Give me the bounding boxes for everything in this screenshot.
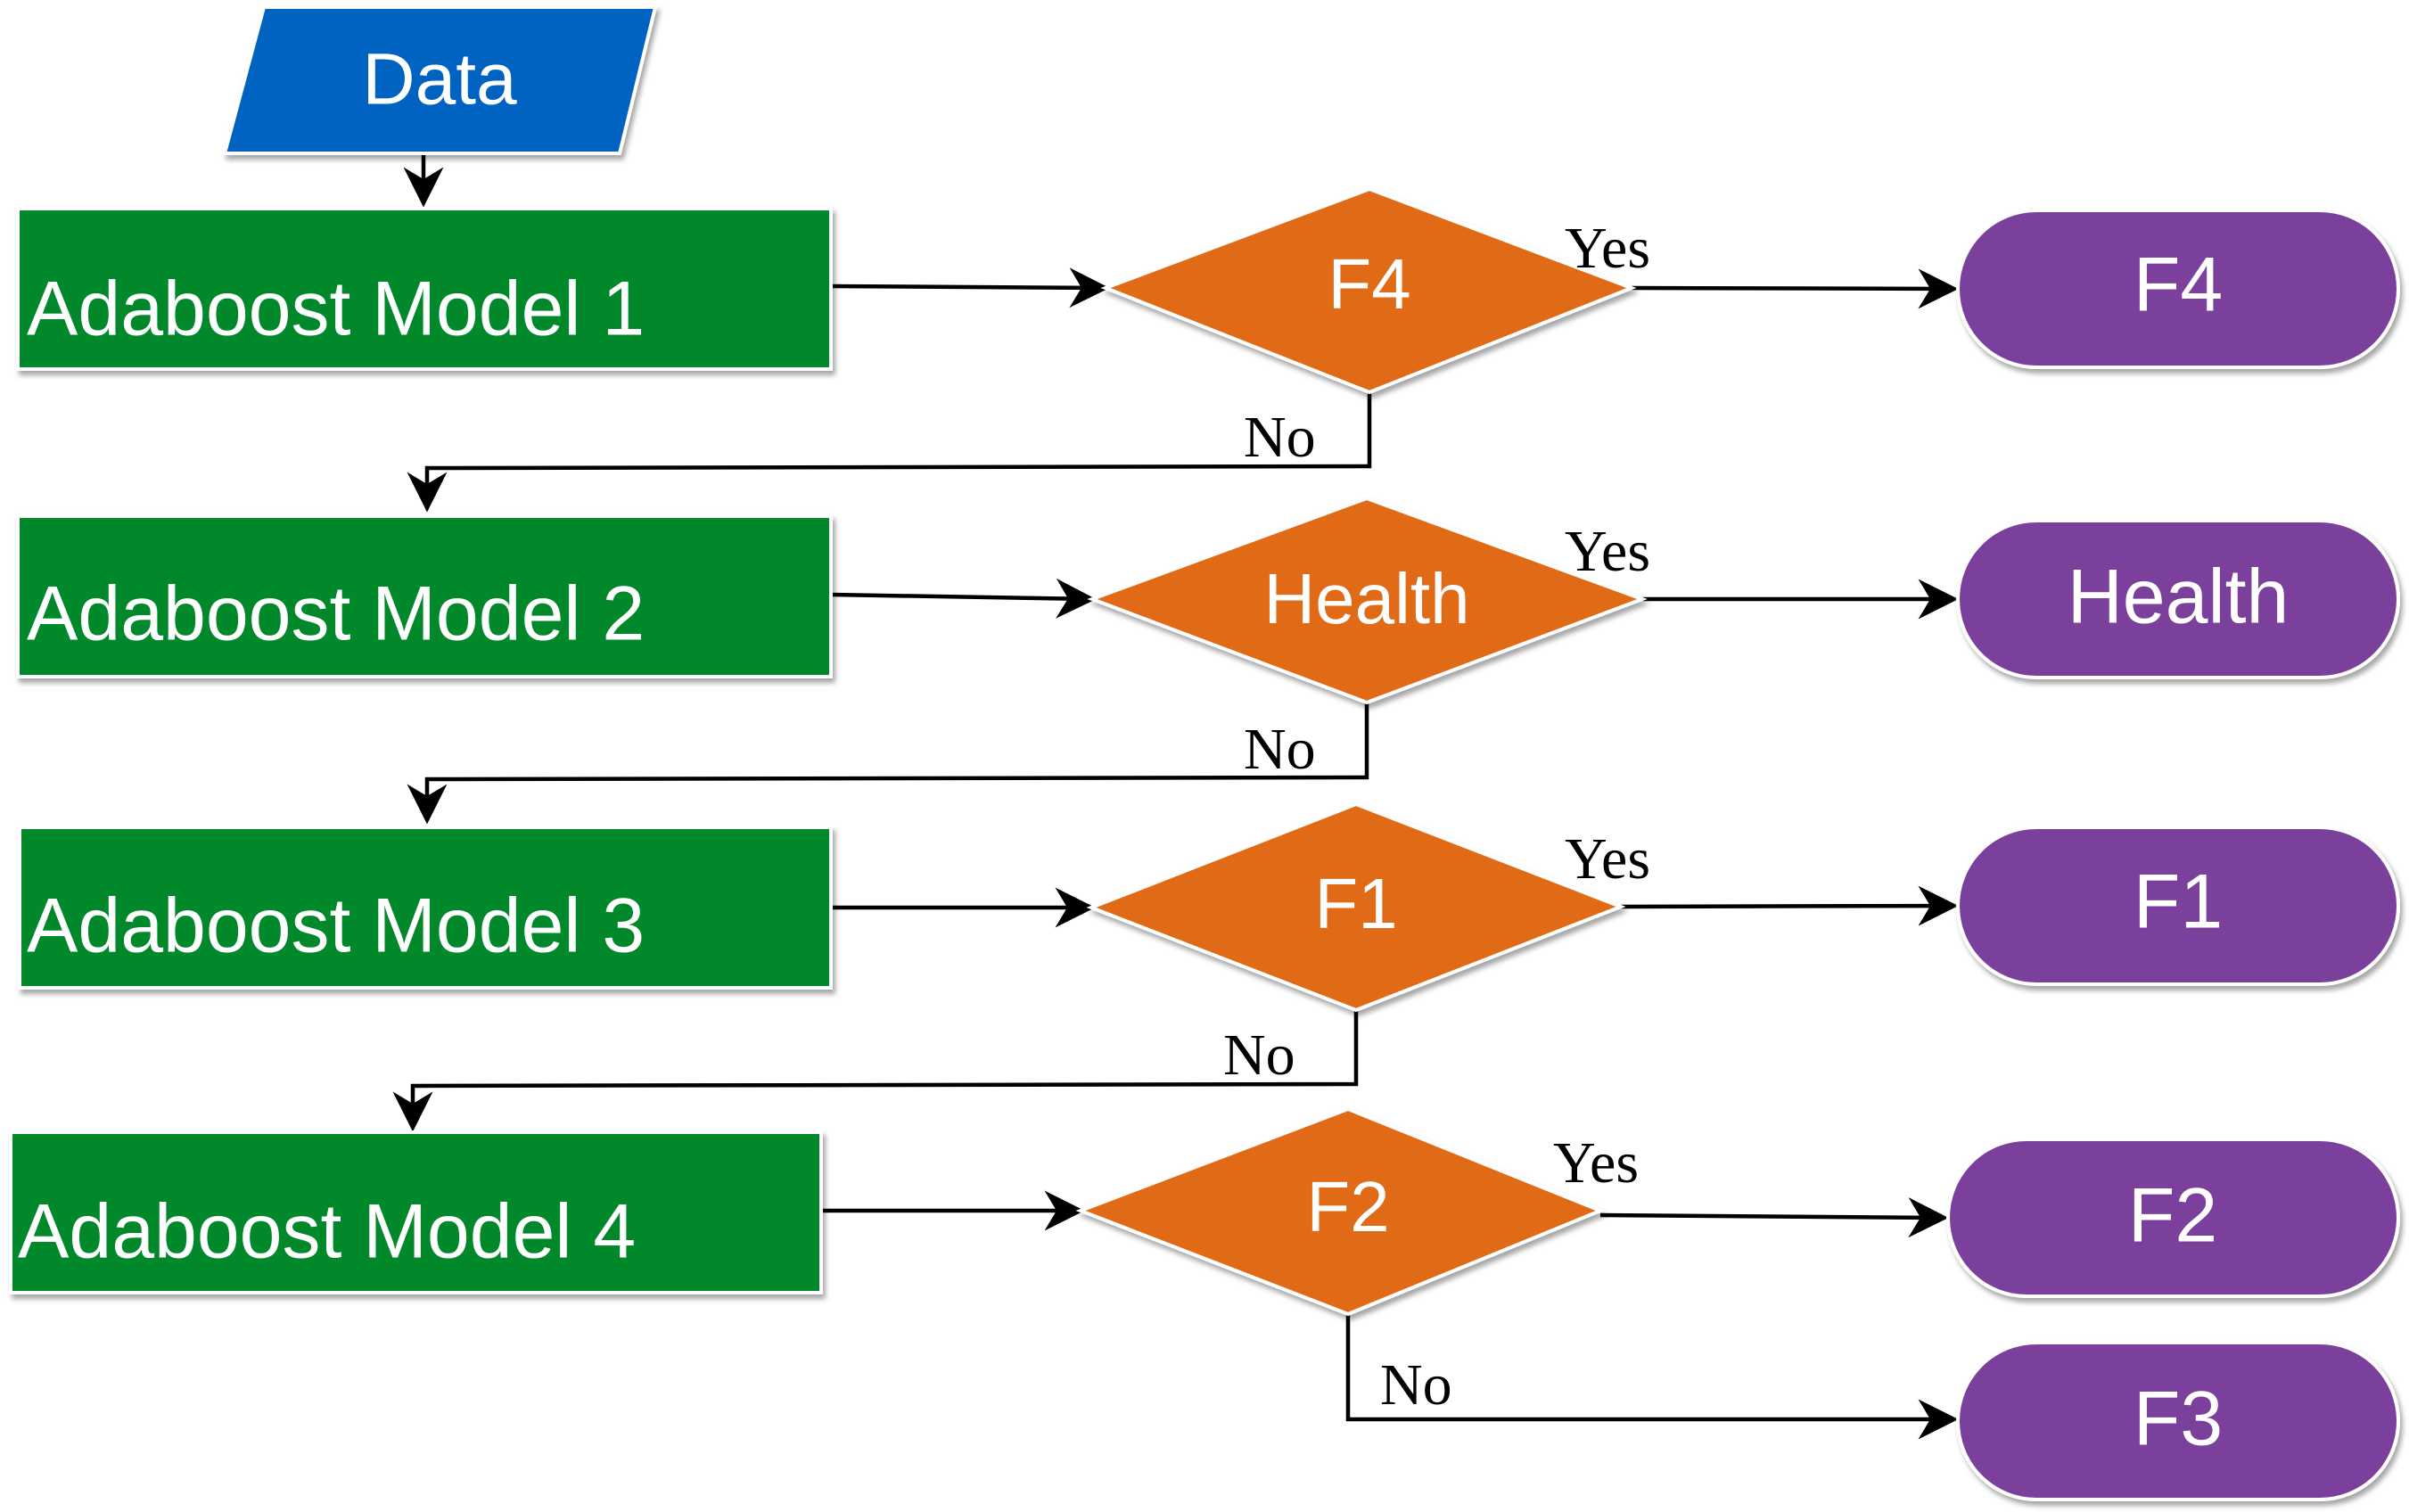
input-node [222, 5, 658, 155]
result-1-shape [1956, 209, 2400, 369]
model-3-label: Adaboost Model 3 [27, 883, 645, 969]
decision-4-shape [1075, 1106, 1606, 1317]
result-3-shape [1956, 826, 2400, 986]
decision-3-label: F1 [1314, 864, 1397, 943]
input-shape [222, 5, 658, 155]
no-label-2: No [1244, 717, 1316, 782]
decision-4-label: F2 [1306, 1167, 1389, 1246]
decision-nodes [1075, 186, 1648, 1317]
decision-3-shape [1086, 801, 1626, 1013]
decision-2-shape [1087, 496, 1648, 705]
decision-2-label: Health [1263, 559, 1469, 638]
yes-label-3: Yes [1565, 826, 1650, 892]
result-1-label: F4 [2134, 242, 2223, 328]
edge-model-1-to-decision-1 [830, 267, 1110, 308]
model-2-shape [16, 514, 833, 678]
result-4-shape [1946, 1138, 2400, 1298]
edge-labels: Yes Yes Yes Yes No No No No [1223, 216, 1650, 1418]
model-4-shape [9, 1130, 823, 1294]
yes-label-2: Yes [1565, 519, 1650, 584]
result-3-label: F1 [2134, 859, 2223, 945]
model-3-shape [18, 826, 833, 990]
result-5-label: F3 [2134, 1376, 2223, 1462]
edge-decision-3-yes [1620, 885, 1959, 926]
no-label-4: No [1380, 1352, 1452, 1418]
result-4-label: F2 [2128, 1173, 2217, 1259]
result-nodes [1946, 209, 2400, 1501]
yes-label-1: Yes [1565, 216, 1650, 281]
model-1-label: Adaboost Model 1 [27, 267, 645, 352]
model-2-label: Adaboost Model 2 [27, 571, 645, 657]
yes-label-4: Yes [1553, 1130, 1639, 1196]
model-4-label: Adaboost Model 4 [18, 1189, 636, 1275]
result-2-shape [1956, 519, 2400, 679]
result-5-shape [1956, 1341, 2400, 1501]
edge-model-2-to-decision-2 [830, 578, 1097, 619]
result-2-label: Health [2068, 555, 2290, 640]
edge-decision-1-yes [1631, 268, 1959, 309]
edge-decision-3-no [392, 1010, 1359, 1132]
model-nodes [9, 207, 833, 1294]
edge-decision-4-no [1345, 1314, 1959, 1440]
input-label: Data [362, 39, 517, 120]
edge-decision-4-yes [1599, 1197, 1949, 1238]
no-label-1: No [1244, 405, 1316, 470]
connectors [392, 153, 1959, 1440]
decision-1-shape [1100, 186, 1637, 395]
edge-decision-2-no [407, 703, 1369, 825]
decision-1-label: F4 [1328, 244, 1410, 324]
no-label-3: No [1223, 1023, 1295, 1088]
model-1-shape [16, 207, 833, 371]
edge-decision-1-no [407, 392, 1372, 513]
